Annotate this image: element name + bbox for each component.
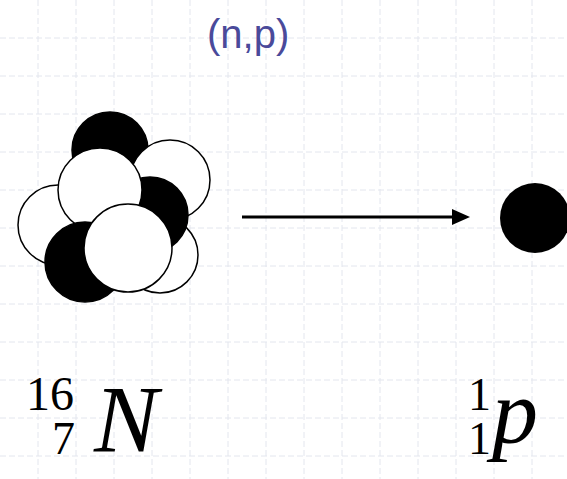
mass-number: 16 — [26, 370, 74, 418]
reaction-arrow — [242, 209, 470, 225]
reaction-title: (n,p) — [207, 14, 289, 54]
mass-number: 1 — [468, 372, 491, 418]
nucleus-cluster — [18, 112, 210, 302]
atomic-number: 7 — [52, 416, 75, 462]
proton-sphere — [500, 183, 567, 253]
atomic-number: 1 — [468, 416, 491, 462]
element-symbol: N — [94, 372, 158, 468]
particle-symbol: p — [492, 366, 538, 458]
